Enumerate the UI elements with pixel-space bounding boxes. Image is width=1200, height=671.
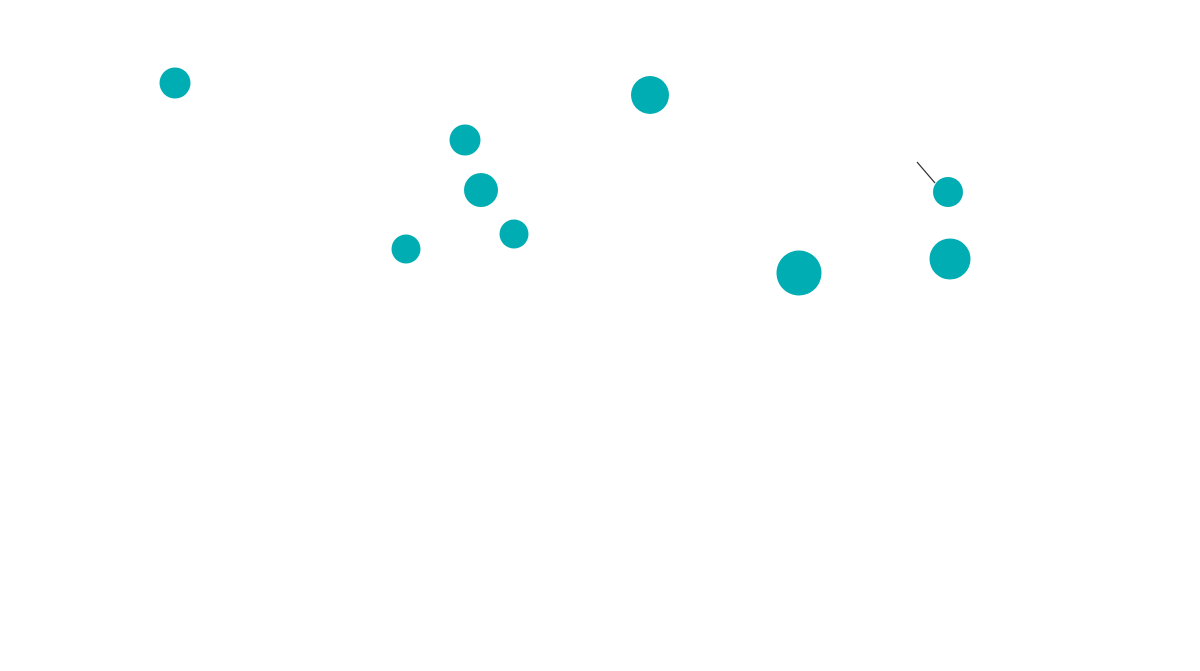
annotation-layer xyxy=(916,161,936,184)
data-point-bubble[interactable] xyxy=(933,177,963,207)
bubble-layer xyxy=(159,67,971,296)
data-point-bubble[interactable] xyxy=(449,124,481,156)
data-point-bubble[interactable] xyxy=(776,250,822,296)
data-point-bubble[interactable] xyxy=(929,238,971,280)
data-point-bubble[interactable] xyxy=(464,173,498,207)
annotation-leader-line xyxy=(916,161,936,184)
data-point-bubble[interactable] xyxy=(391,234,421,264)
data-point-bubble[interactable] xyxy=(159,67,191,99)
data-point-bubble[interactable] xyxy=(499,219,529,249)
data-point-bubble[interactable] xyxy=(631,76,669,114)
